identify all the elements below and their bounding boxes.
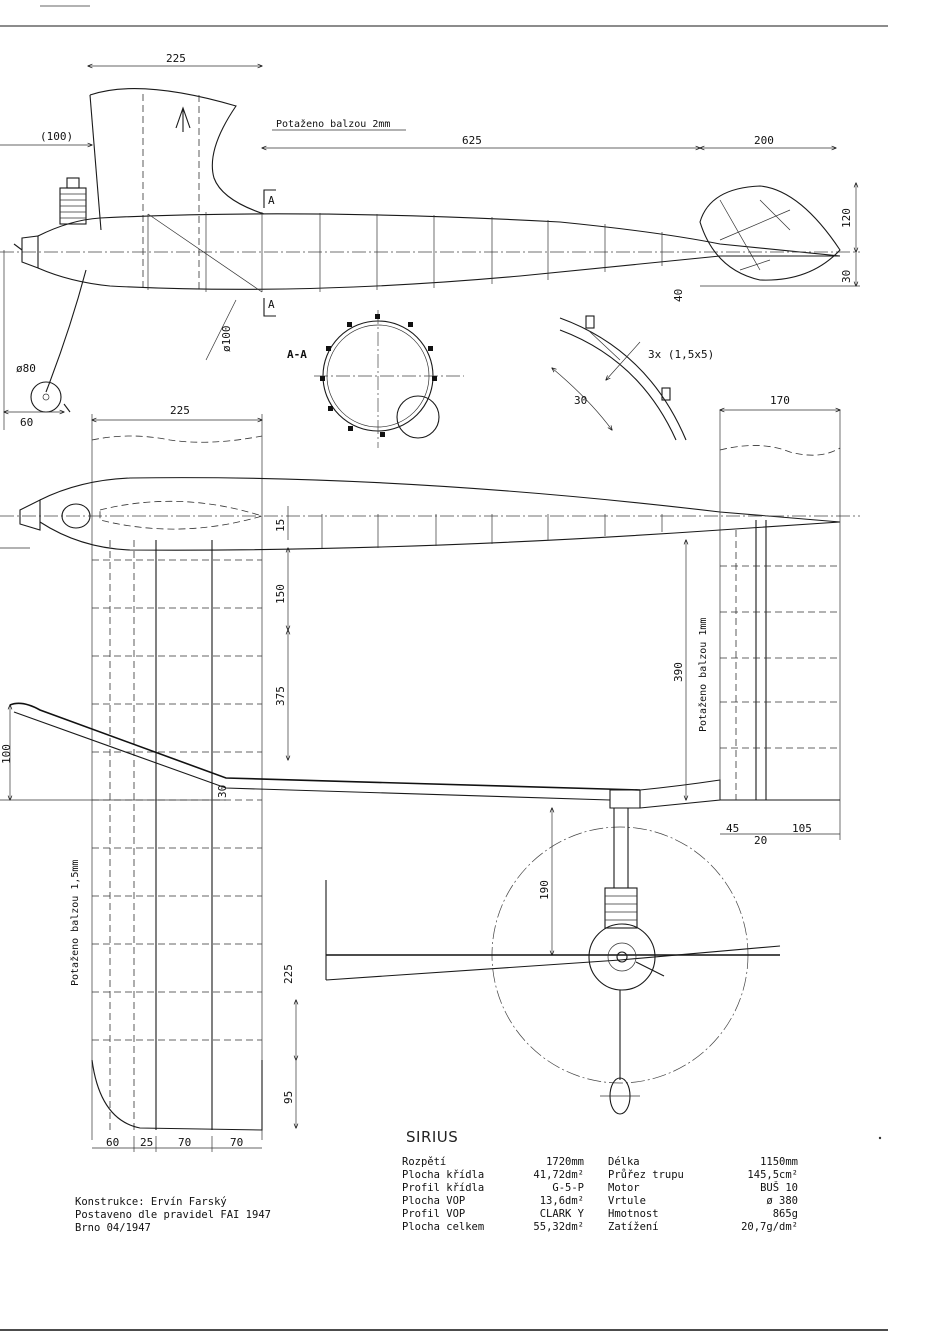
spec-label: Plocha VOP bbox=[402, 1195, 466, 1207]
spec-value: 41,72dm² bbox=[533, 1169, 584, 1181]
spec-label: Motor bbox=[608, 1182, 640, 1194]
spec-label: Hmotnost bbox=[608, 1208, 659, 1220]
side-rudder bbox=[699, 185, 841, 281]
spec-value: G-5-P bbox=[552, 1182, 584, 1194]
plan-title: SIRIUS bbox=[406, 1128, 459, 1146]
specs-left-labels: Rozpětí Plocha křídla Profil křídla Ploc… bbox=[402, 1156, 522, 1234]
front-view: 190 bbox=[325, 808, 781, 1115]
credits-block: Konstrukce: Ervín Farský Postaveno dle p… bbox=[75, 1196, 271, 1235]
dim-diam-100: ø100 bbox=[220, 326, 233, 353]
side-view-fin bbox=[89, 88, 265, 215]
spec-value: ø 380 bbox=[766, 1195, 798, 1207]
credits-rules: Postaveno dle pravidel FAI 1947 bbox=[75, 1209, 271, 1221]
top-fuselage-upper bbox=[39, 477, 841, 523]
section-aa-label: A-A bbox=[287, 348, 307, 361]
dim-60-bottom: 60 bbox=[106, 1136, 119, 1149]
dim-105: 105 bbox=[792, 822, 812, 835]
cover-note-wing: Potaženo balzou 1,5mm bbox=[69, 860, 81, 986]
side-view: 225 (100) 625 200 Potaženo balzou 2mm bbox=[0, 52, 860, 430]
spec-label: Průřez trupu bbox=[608, 1169, 684, 1181]
stabilizer-view: 170 390 Potaženo balzou 1mm 45 20 105 bbox=[672, 394, 840, 847]
dim-390: 390 bbox=[672, 662, 685, 682]
strip-note: 3x (1,5x5) bbox=[648, 348, 714, 361]
spec-label: Plocha celkem bbox=[402, 1221, 485, 1233]
dim-25-bottom: 25 bbox=[140, 1136, 153, 1149]
dim-225-wing: 225 bbox=[170, 404, 190, 417]
spec-label: Délka bbox=[608, 1156, 640, 1168]
dim-20: 20 bbox=[754, 834, 767, 847]
dim-100-nose: (100) bbox=[40, 130, 73, 143]
dim-30-mid: 30 bbox=[216, 785, 229, 798]
section-mark-a-bottom: A bbox=[268, 298, 275, 311]
top-view: 225 15 bbox=[0, 404, 860, 1152]
spec-value: 1720mm bbox=[546, 1156, 584, 1168]
spec-value: CLARK Y bbox=[539, 1208, 584, 1220]
rib-detail-curve bbox=[559, 329, 677, 441]
front-engine-cylinder bbox=[604, 887, 638, 929]
spec-value: 865g bbox=[772, 1208, 798, 1220]
dim-wheel-80: ø80 bbox=[16, 362, 36, 375]
dim-15: 15 bbox=[274, 519, 287, 532]
dim-625: 625 bbox=[462, 134, 482, 147]
dim-150: 150 bbox=[274, 584, 287, 604]
wing-tip-top-view bbox=[91, 1059, 263, 1131]
cover-note-tail: Potaženo balzou 1mm bbox=[697, 618, 709, 732]
dim-225-top: 225 bbox=[166, 52, 186, 65]
specs-right-values: 1150mm 145,5cm² BUŠ 10 ø 380 865g 20,7g/… bbox=[714, 1156, 798, 1234]
wing-dihedral-front bbox=[9, 702, 641, 791]
dim-45: 45 bbox=[726, 822, 739, 835]
dim-120: 120 bbox=[840, 208, 853, 228]
spec-label: Profil VOP bbox=[402, 1208, 466, 1220]
side-fuselage-bottom bbox=[37, 255, 840, 290]
up-arrow-icon bbox=[175, 106, 191, 132]
dim-70b-bottom: 70 bbox=[230, 1136, 243, 1149]
spec-label: Rozpětí bbox=[402, 1156, 447, 1168]
dim-375: 375 bbox=[274, 686, 287, 706]
top-fuselage-lower bbox=[39, 521, 841, 551]
credits-designer: Konstrukce: Ervín Farský bbox=[75, 1196, 227, 1208]
spec-value: 13,6dm² bbox=[539, 1195, 584, 1207]
specs-left-values: 1720mm 41,72dm² G-5-P 13,6dm² CLARK Y 55… bbox=[506, 1156, 584, 1234]
specs-right-labels: Délka Průřez trupu Motor Vrtule Hmotnost… bbox=[608, 1156, 718, 1234]
dim-225-low: 225 bbox=[282, 964, 295, 984]
front-spinner-outer bbox=[588, 923, 656, 991]
section-a-a: A-A 3x (1,5x5) 30 bbox=[287, 310, 714, 448]
cover-note-top: Potaženo balzou 2mm bbox=[276, 118, 390, 130]
spec-value: 20,7g/dm² bbox=[741, 1221, 798, 1233]
side-fuselage-top bbox=[37, 213, 841, 257]
spec-label: Zatížení bbox=[608, 1221, 659, 1233]
spec-value: 55,32dm² bbox=[533, 1221, 584, 1233]
side-wheel bbox=[30, 381, 62, 413]
top-propeller-hub bbox=[19, 499, 41, 531]
dim-100-dihedral: 100 bbox=[0, 744, 13, 764]
dim-40: 40 bbox=[672, 289, 685, 302]
side-landing-gear-leg bbox=[45, 269, 87, 393]
dim-95: 95 bbox=[282, 1091, 295, 1104]
dim-190: 190 bbox=[538, 880, 551, 900]
dim-60-gear: 60 bbox=[20, 416, 33, 429]
spec-label: Plocha křídla bbox=[402, 1169, 485, 1181]
dim-170: 170 bbox=[770, 394, 790, 407]
spec-value: 145,5cm² bbox=[747, 1169, 798, 1181]
dim-200: 200 bbox=[754, 134, 774, 147]
top-engine-cowl bbox=[61, 503, 91, 529]
side-propeller-hub bbox=[21, 235, 39, 269]
spec-value: 1150mm bbox=[760, 1156, 798, 1168]
dim-30-tail: 30 bbox=[840, 270, 853, 283]
spec-label: Profil křídla bbox=[402, 1182, 485, 1194]
section-mark-a-top: A bbox=[268, 194, 275, 207]
dim-70a-bottom: 70 bbox=[178, 1136, 191, 1149]
spec-label: Vrtule bbox=[608, 1195, 646, 1207]
credits-place-date: Brno 04/1947 bbox=[75, 1222, 151, 1234]
dim-30-section: 30 bbox=[574, 394, 587, 407]
spec-value: BUŠ 10 bbox=[760, 1182, 798, 1194]
section-detail-circle bbox=[396, 395, 440, 439]
